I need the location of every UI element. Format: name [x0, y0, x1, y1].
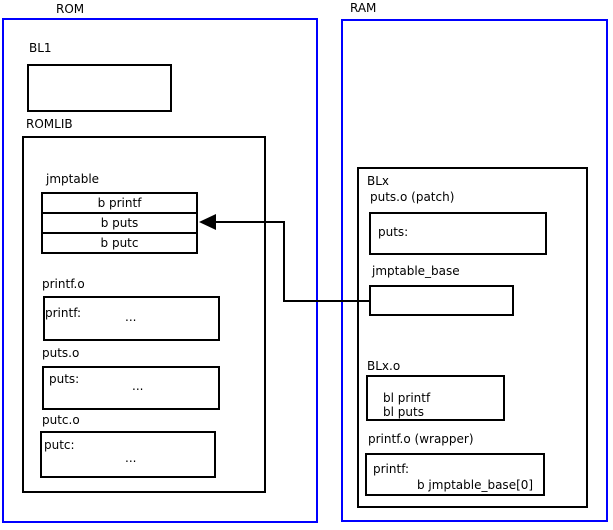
- puts-symbol: puts:: [49, 372, 80, 386]
- blx-o-instruction-puts: bl puts: [383, 405, 424, 419]
- blx-o-box: bl printf bl puts: [366, 375, 505, 421]
- putc-body-ellipsis: ...: [125, 451, 137, 465]
- putc-symbol: putc:: [44, 438, 75, 452]
- printf-wrapper-box: printf: b jmptable_base[0]: [365, 453, 545, 496]
- blx-o-instruction-printf: bl printf: [383, 391, 431, 405]
- printf-o-box: printf: ...: [43, 296, 220, 341]
- bl1-box: [27, 64, 172, 112]
- blx-o-label: BLx.o: [367, 359, 401, 373]
- rom-region-label: ROM: [56, 2, 85, 16]
- puts-o-label: puts.o: [42, 346, 80, 360]
- puts-o-box: puts: ...: [42, 366, 220, 410]
- puts-patch-symbol: puts:: [378, 225, 409, 239]
- putc-o-label: putc.o: [42, 413, 80, 427]
- putc-o-box: putc: ...: [40, 431, 216, 478]
- jmptable-entry-printf: b printf: [41, 192, 198, 214]
- puts-patch-label: puts.o (patch): [370, 190, 455, 204]
- printf-symbol: printf:: [45, 306, 82, 320]
- puts-body-ellipsis: ...: [132, 379, 144, 393]
- printf-o-label: printf.o: [42, 277, 85, 291]
- ram-region-label: RAM: [350, 1, 377, 15]
- printf-body-ellipsis: ...: [125, 310, 137, 324]
- puts-patch-box: puts:: [369, 212, 547, 255]
- bl1-label: BL1: [29, 41, 52, 55]
- jmptable-entry-putc: b putc: [41, 232, 198, 254]
- printf-wrapper-symbol: printf:: [373, 462, 410, 476]
- printf-wrapper-label: printf.o (wrapper): [368, 432, 474, 446]
- jmptable-base-label: jmptable_base: [372, 264, 460, 278]
- jmptable-label: jmptable: [46, 172, 100, 186]
- jmptable-entry-puts: b puts: [41, 212, 198, 234]
- blx-label: BLx: [367, 174, 390, 188]
- printf-wrapper-instruction: b jmptable_base[0]: [417, 478, 534, 492]
- jmptable-base-box: [369, 285, 514, 316]
- romlib-label: ROMLIB: [26, 117, 73, 131]
